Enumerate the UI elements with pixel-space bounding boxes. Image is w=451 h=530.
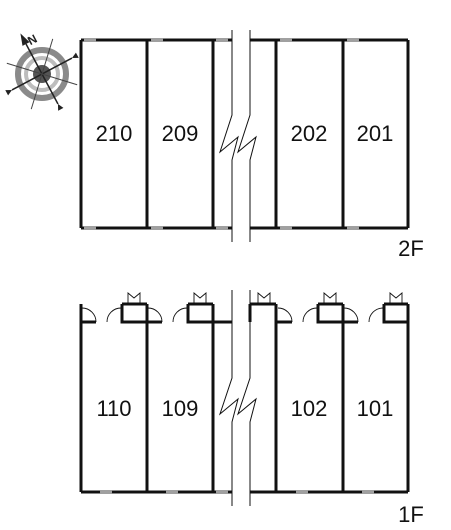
floor-2f-window-lines — [84, 38, 359, 230]
floor-1f-door-icons — [127, 292, 403, 304]
floor-2f-windows — [84, 38, 359, 230]
floor-label: 2F — [398, 236, 424, 261]
floor-2f-right-walls — [250, 38, 410, 230]
room-number: 102 — [291, 396, 328, 421]
floor-1f-right-walls — [248, 302, 410, 494]
floor-1f: 110 109 102 101 1F — [79, 290, 424, 527]
floor-2f: 210 209 202 201 2F — [79, 30, 424, 261]
floor-2f-break-symbol — [218, 30, 257, 242]
floor-1f-window-lines — [100, 490, 374, 494]
floor-1f-break-symbol — [218, 290, 257, 506]
room-number: 209 — [162, 121, 199, 146]
room-number: 201 — [357, 121, 394, 146]
floor-label: 1F — [398, 502, 424, 527]
room-number: 202 — [291, 121, 328, 146]
room-number: 109 — [162, 396, 199, 421]
room-number: 101 — [357, 396, 394, 421]
floor-1f-door-swings — [81, 307, 384, 323]
room-number: 110 — [96, 396, 131, 421]
room-number: 210 — [96, 121, 133, 146]
